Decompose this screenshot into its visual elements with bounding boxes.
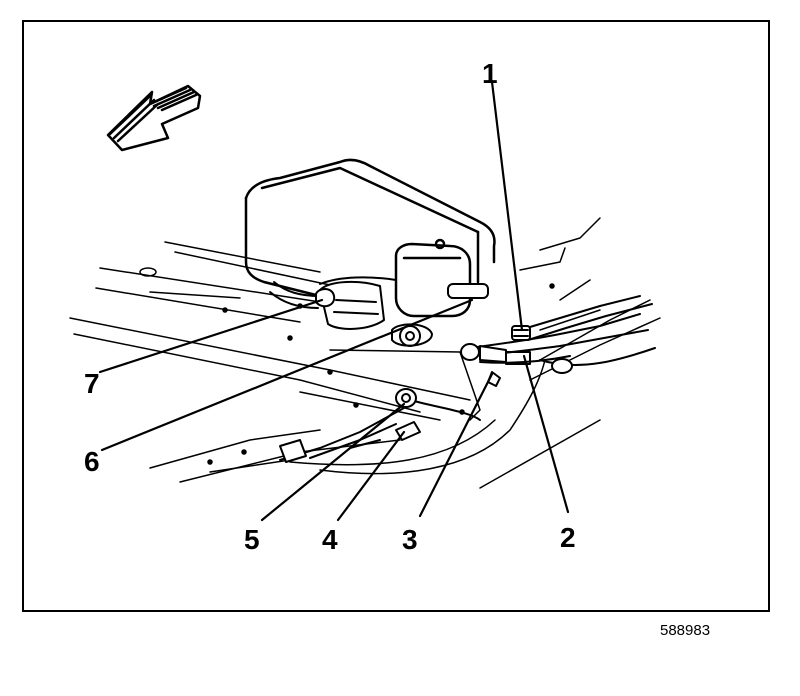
figure-id: 588983	[660, 622, 711, 639]
fittings	[279, 288, 573, 463]
callout-2: 2	[560, 522, 576, 553]
leader-lines	[98, 80, 570, 522]
callout-7: 7	[84, 368, 100, 399]
callout-6: 6	[84, 446, 100, 477]
callout-4: 4	[322, 524, 338, 555]
leader-line-1	[490, 80, 524, 332]
leader-line-3	[418, 372, 494, 518]
callout-5: 5	[244, 524, 260, 555]
vent-valve	[319, 280, 489, 347]
leader-line-6	[100, 298, 474, 452]
leader-line-5	[260, 402, 406, 522]
direction-arrow-icon	[106, 84, 202, 152]
callout-1: 1	[482, 58, 498, 89]
callout-3: 3	[402, 524, 418, 555]
leader-line-2	[522, 354, 570, 514]
body-panel-lines	[69, 217, 661, 489]
leader-line-4	[336, 430, 406, 522]
leader-line-7	[98, 298, 324, 374]
